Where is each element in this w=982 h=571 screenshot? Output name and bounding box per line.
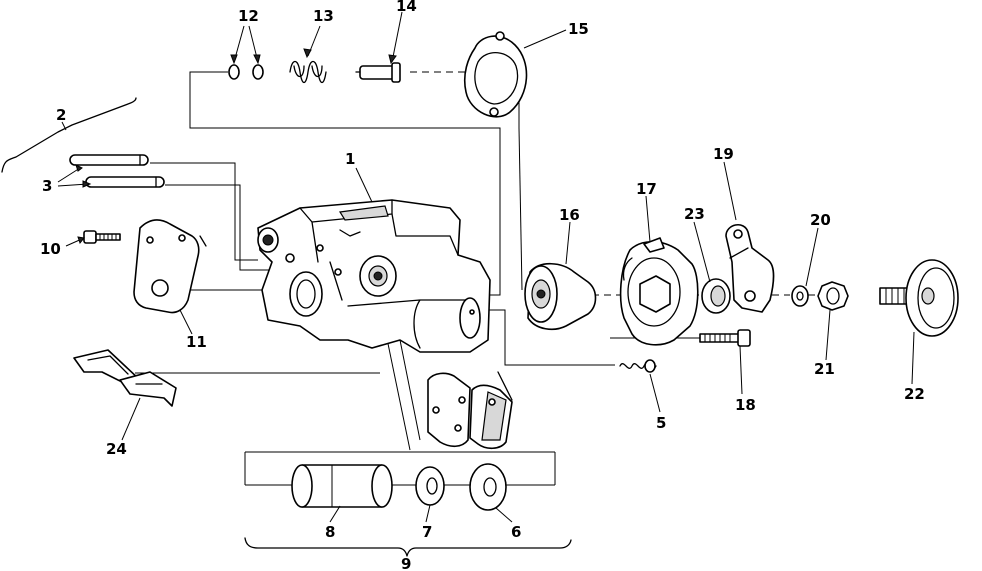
spring-part-13 [289, 60, 327, 84]
washer-part-20 [791, 285, 809, 307]
gasket-part-15 [463, 31, 528, 118]
callout-18: 18 [735, 396, 756, 414]
clip-part-24 [73, 349, 177, 407]
piston-part-8 [291, 464, 393, 508]
brake-pads [427, 371, 513, 450]
callout-10: 10 [40, 240, 61, 258]
callout-17: 17 [636, 180, 657, 198]
seal-part-7 [415, 466, 445, 506]
callout-3: 3 [42, 177, 52, 195]
bolt-part-10 [83, 230, 121, 244]
caliper-body-part-1 [257, 199, 491, 353]
lever-part-19 [725, 224, 775, 313]
bracket-9 [244, 537, 572, 557]
washer-part-23 [701, 278, 731, 314]
callout-12: 12 [238, 7, 259, 25]
callout-21: 21 [814, 360, 835, 378]
callout-13: 13 [313, 7, 334, 25]
callout-19: 19 [713, 145, 734, 163]
callout-23: 23 [684, 205, 705, 223]
callout-24: 24 [106, 440, 127, 458]
callout-9: 9 [401, 555, 411, 571]
callout-14: 14 [396, 0, 417, 15]
callout-8: 8 [325, 523, 335, 541]
plate-part-11 [133, 219, 207, 314]
callout-20: 20 [810, 211, 831, 229]
seal-part-6 [469, 463, 507, 511]
knob-part-22 [879, 259, 959, 337]
callout-11: 11 [186, 333, 207, 351]
cap-part-16 [524, 262, 597, 331]
nut-part-21 [817, 281, 849, 311]
housing-part-17 [619, 237, 699, 346]
callout-5: 5 [656, 414, 666, 432]
callout-7: 7 [422, 523, 432, 541]
callout-6: 6 [511, 523, 521, 541]
o-ring-part-12 [228, 64, 264, 80]
callout-1: 1 [345, 150, 355, 168]
pin-part-14 [355, 62, 401, 83]
bolt-part-18 [699, 329, 751, 347]
callout-labels: 12 13 14 15 2 3 1 10 11 16 17 23 19 20 2… [40, 0, 925, 571]
callout-2: 2 [56, 106, 66, 124]
callout-22: 22 [904, 385, 925, 403]
leader-lines [57, 11, 915, 523]
callout-15: 15 [568, 20, 589, 38]
spring-part-5 [619, 359, 657, 373]
callout-16: 16 [559, 206, 580, 224]
